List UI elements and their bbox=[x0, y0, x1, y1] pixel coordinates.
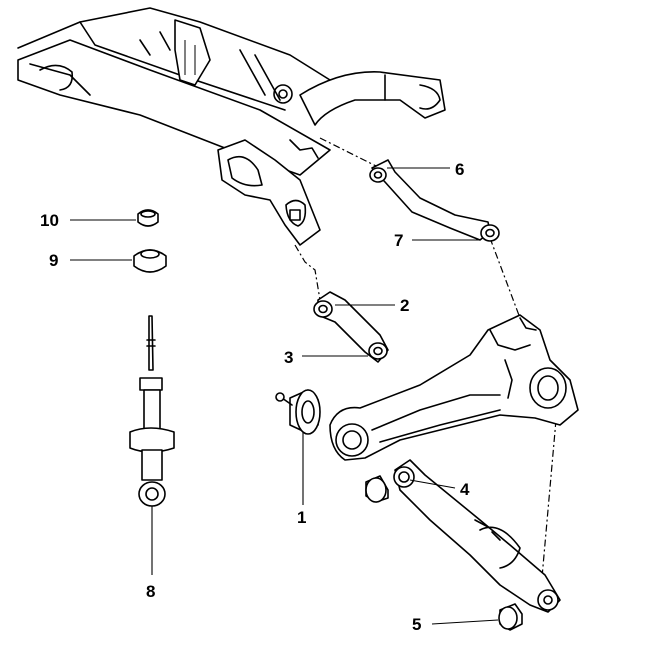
lateral-link bbox=[313, 291, 389, 363]
callout-7: 7 bbox=[394, 231, 480, 250]
callout-4: 4 bbox=[409, 479, 470, 499]
callout-3: 3 bbox=[284, 348, 368, 367]
callout-label-8: 8 bbox=[146, 582, 155, 601]
shock-absorber bbox=[129, 315, 175, 507]
callout-10: 10 bbox=[40, 211, 136, 230]
lower-arm-end-bushing bbox=[498, 603, 523, 631]
callout-label-7: 7 bbox=[394, 231, 403, 250]
callout-label-5: 5 bbox=[412, 615, 421, 634]
callout-label-3: 3 bbox=[284, 348, 293, 367]
callout-2: 2 bbox=[335, 296, 409, 315]
upper-control-link bbox=[369, 159, 500, 242]
subframe-crossmember bbox=[17, 7, 446, 246]
callout-8: 8 bbox=[146, 506, 155, 601]
shock-upper-bushing-9 bbox=[133, 249, 167, 273]
callout-label-2: 2 bbox=[400, 296, 409, 315]
callout-label-9: 9 bbox=[49, 251, 58, 270]
callout-5: 5 bbox=[412, 615, 499, 634]
callout-1: 1 bbox=[297, 432, 306, 527]
callout-label-4: 4 bbox=[460, 480, 470, 499]
callout-6: 6 bbox=[387, 160, 464, 179]
trailing-arm-bushing bbox=[275, 389, 321, 435]
callout-label-1: 1 bbox=[297, 508, 306, 527]
callout-label-10: 10 bbox=[40, 211, 59, 230]
assembly-guide-lines bbox=[294, 137, 557, 601]
shock-upper-bushing-10 bbox=[137, 209, 159, 227]
lower-control-arm bbox=[393, 459, 561, 613]
lower-arm-bushing bbox=[365, 475, 389, 503]
trailing-arm bbox=[329, 314, 579, 461]
callout-label-6: 6 bbox=[455, 160, 464, 179]
callout-9: 9 bbox=[49, 251, 132, 270]
